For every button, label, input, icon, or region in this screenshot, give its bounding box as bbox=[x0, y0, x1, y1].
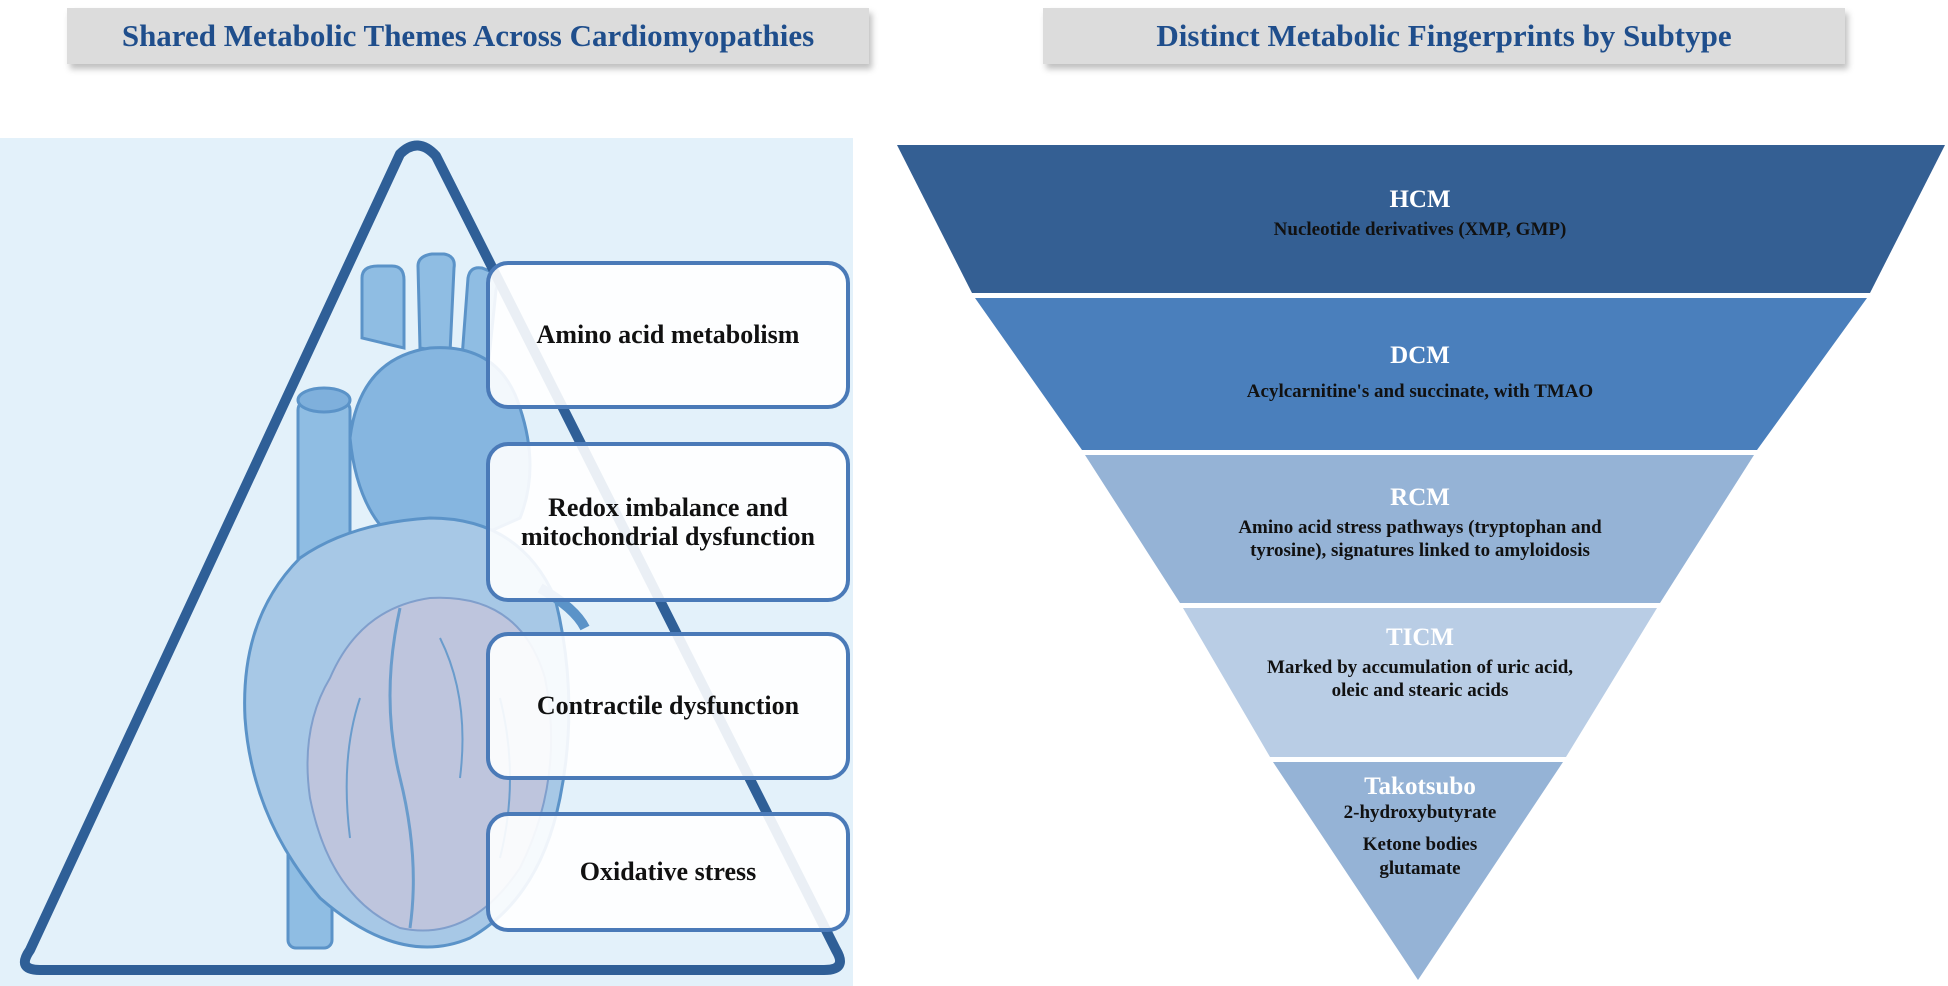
tier-rcm-desc: Amino acid stress pathways (tryptophan a… bbox=[1238, 517, 1602, 562]
theme-redox-mitochondrial: Redox imbalance and mitochondrial dysfun… bbox=[486, 442, 850, 602]
subtype-fingerprints-header: Distinct Metabolic Fingerprints by Subty… bbox=[1043, 8, 1845, 64]
tier-takotsubo: Takotsubo 2-hydroxybutyrate Ketone bodie… bbox=[1220, 773, 1620, 880]
theme-amino-acid-metabolism: Amino acid metabolism bbox=[486, 261, 850, 409]
tier-dcm: DCM Acylcarnitine's and succinate, with … bbox=[1220, 342, 1620, 403]
tier-ticm-name: TICM bbox=[1385, 624, 1455, 651]
theme-oxidative-stress: Oxidative stress bbox=[486, 812, 850, 932]
tier-rcm: RCM Amino acid stress pathways (tryptoph… bbox=[1220, 484, 1620, 562]
tier-takotsubo-line-3: glutamate bbox=[1379, 857, 1461, 879]
tier-hcm-desc: Nucleotide derivatives (XMP, GMP) bbox=[1273, 219, 1567, 240]
tier-hcm-name: HCM bbox=[1389, 186, 1451, 213]
tier-takotsubo-name: Takotsubo bbox=[1364, 773, 1476, 800]
tier-ticm: TICM Marked by accumulation of uric acid… bbox=[1220, 624, 1620, 702]
triangle-outline bbox=[19, 140, 845, 975]
tier-takotsubo-line-1: 2-hydroxybutyrate bbox=[1343, 802, 1497, 823]
theme-contractile-dysfunction: Contractile dysfunction bbox=[486, 632, 850, 780]
tier-ticm-desc: Marked by accumulation of uric acid, ole… bbox=[1266, 657, 1574, 702]
tier-hcm: HCM Nucleotide derivatives (XMP, GMP) bbox=[1220, 186, 1620, 241]
shared-themes-header: Shared Metabolic Themes Across Cardiomyo… bbox=[67, 8, 869, 64]
tier-dcm-name: DCM bbox=[1390, 342, 1450, 369]
tier-rcm-name: RCM bbox=[1390, 484, 1450, 511]
tier-takotsubo-line-2: Ketone bodies bbox=[1362, 833, 1478, 855]
tier-dcm-desc: Acylcarnitine's and succinate, with TMAO bbox=[1246, 381, 1594, 402]
